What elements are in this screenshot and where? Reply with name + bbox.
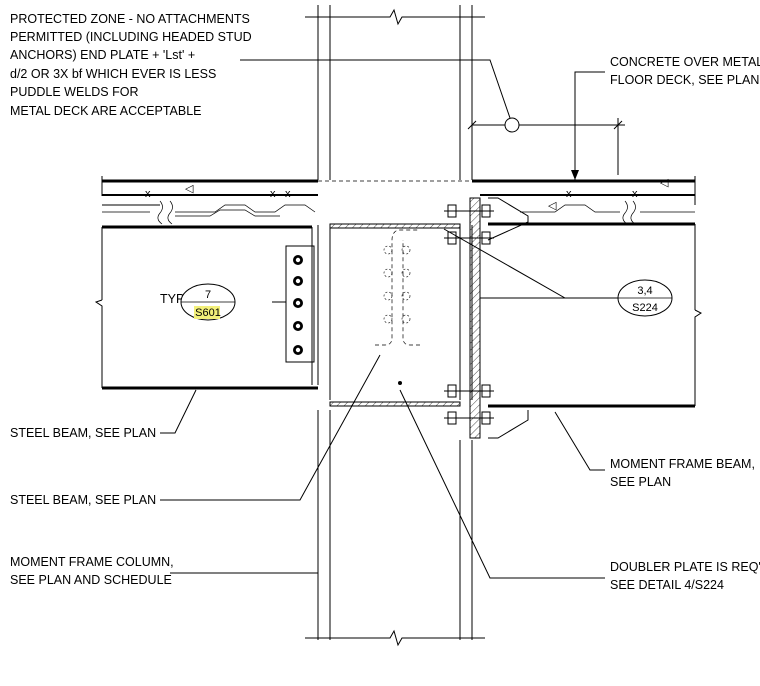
svg-text:PUDDLE WELDS FOR: PUDDLE WELDS FOR (10, 85, 139, 99)
svg-text:PERMITTED (INCLUDING HEADED ST: PERMITTED (INCLUDING HEADED STUD (10, 30, 252, 44)
svg-text:ANCHORS) END PLATE + 'Lst' +: ANCHORS) END PLATE + 'Lst' + (10, 48, 195, 62)
continuity-plates (329, 223, 461, 407)
svg-text:SEE PLAN: SEE PLAN (610, 475, 671, 489)
note-doubler-plate: DOUBLER PLATE IS REQ'D SEE DETAIL 4/S224 (610, 560, 760, 592)
shear-tab-bolts (293, 255, 303, 355)
detail-tag-left-sheet: S601 (195, 307, 221, 319)
detail-tag-right-number: 3,4 (637, 285, 652, 297)
svg-text:METAL DECK ARE ACCEPTABLE: METAL DECK ARE ACCEPTABLE (10, 104, 202, 118)
svg-text:MOMENT FRAME COLUMN,: MOMENT FRAME COLUMN, (10, 555, 174, 569)
note-steel-beam-2: STEEL BEAM, SEE PLAN (10, 493, 156, 507)
svg-text:x: x (566, 188, 572, 200)
svg-text:SEE PLAN AND SCHEDULE: SEE PLAN AND SCHEDULE (10, 573, 172, 587)
svg-text:SEE DETAIL 4/S224: SEE DETAIL 4/S224 (610, 578, 724, 592)
note-moment-column: MOMENT FRAME COLUMN, SEE PLAN AND SCHEDU… (10, 555, 174, 587)
detail-tag-right: 3,4 S224 (617, 279, 673, 317)
svg-text:MOMENT FRAME BEAM,: MOMENT FRAME BEAM, (610, 457, 755, 471)
svg-text:x: x (632, 188, 638, 200)
svg-text:FLOOR DECK, SEE PLAN: FLOOR DECK, SEE PLAN (610, 73, 759, 87)
note-concrete-deck: CONCRETE OVER METAL FLOOR DECK, SEE PLAN (610, 55, 760, 87)
moment-frame-column (305, 5, 485, 647)
detail-tag-right-sheet: S224 (632, 302, 658, 314)
leaders (160, 59, 620, 579)
svg-text:◁: ◁ (185, 183, 194, 195)
note-protected-zone: PROTECTED ZONE - NO ATTACHMENTS PERMITTE… (10, 12, 252, 118)
right-slab-deck: x x ◁ ◁ (472, 176, 696, 225)
detail-tag-left-prefix: TYP (160, 292, 184, 306)
svg-text:x: x (270, 188, 276, 200)
svg-text:CONCRETE OVER METAL: CONCRETE OVER METAL (610, 55, 760, 69)
left-slab-deck: x x x ◁ (101, 176, 318, 225)
svg-text:d/2 OR 3X bf WHICH EVER IS LES: d/2 OR 3X bf WHICH EVER IS LESS (10, 67, 216, 81)
end-plate-bolts (444, 204, 494, 425)
right-moment-beam (487, 197, 702, 439)
svg-text:x: x (145, 188, 151, 200)
detail-tag-left: TYP 7 S601 (160, 283, 236, 321)
left-steel-beam (94, 225, 318, 390)
protected-zone-dimension (467, 117, 625, 175)
svg-text:DOUBLER PLATE IS REQ'D: DOUBLER PLATE IS REQ'D (610, 560, 760, 574)
detail-tag-left-highlight (194, 306, 220, 319)
svg-text:PROTECTED ZONE - NO ATTACHMENT: PROTECTED ZONE - NO ATTACHMENTS (10, 12, 250, 26)
svg-text:◁: ◁ (548, 200, 557, 212)
svg-text:◁: ◁ (660, 177, 669, 189)
note-steel-beam-1: STEEL BEAM, SEE PLAN (10, 426, 156, 440)
svg-text:x: x (285, 188, 291, 200)
doubler-plate (469, 197, 481, 439)
web-beam-dashed (375, 229, 420, 385)
note-moment-beam: MOMENT FRAME BEAM, SEE PLAN (610, 457, 755, 489)
detail-tag-left-number: 7 (205, 289, 211, 301)
